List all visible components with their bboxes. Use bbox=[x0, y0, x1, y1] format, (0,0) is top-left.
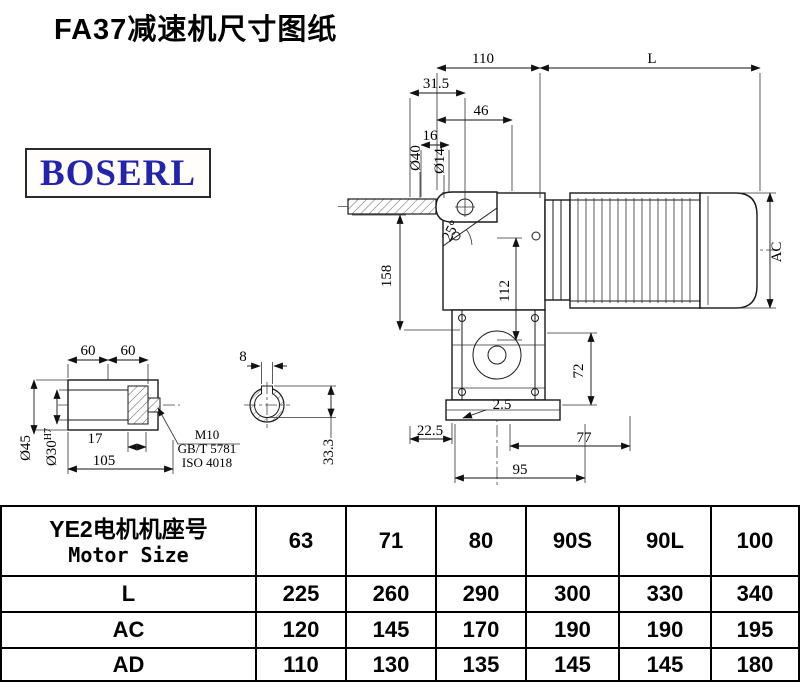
motor-size-100: 100 bbox=[710, 505, 800, 577]
motor-fins bbox=[577, 198, 691, 303]
label-iso-4018: ISO 4018 bbox=[182, 455, 232, 470]
table-cell: 260 bbox=[345, 575, 437, 613]
motor-size-table: YE2电机机座号 Motor Size 63 71 80 90S 90L 100… bbox=[0, 505, 800, 682]
table-cell: 120 bbox=[255, 611, 347, 649]
dim-33-3: 33.3 bbox=[321, 439, 337, 465]
technical-drawing: 110 L 31.5 46 16 Ø40 Ø14 25° 158 112 AC … bbox=[18, 51, 785, 488]
row-label-AC: AC bbox=[0, 611, 257, 649]
dim-16: 16 bbox=[423, 128, 439, 144]
dim-L: L bbox=[647, 51, 656, 67]
output-housing bbox=[451, 309, 546, 401]
motor-body bbox=[569, 192, 701, 309]
motor-size-71: 71 bbox=[345, 505, 437, 577]
motor-size-90l: 90L bbox=[618, 505, 712, 577]
dim-110: 110 bbox=[472, 51, 494, 67]
dim-105: 105 bbox=[93, 453, 116, 469]
dim-112: 112 bbox=[497, 280, 513, 302]
motor-flange bbox=[544, 199, 571, 301]
table-row-AD: AD 110 130 135 145 145 180 bbox=[0, 647, 800, 682]
row-label-AD: AD bbox=[0, 647, 257, 682]
dim-dia30h7: Ø30H7 bbox=[43, 428, 60, 466]
gearbox-motor-view bbox=[338, 191, 775, 488]
dim-95: 95 bbox=[513, 462, 528, 478]
label-gbt-5781: GB/T 5781 bbox=[178, 441, 237, 456]
table-cell: 135 bbox=[435, 647, 527, 682]
table-header-row: YE2电机机座号 Motor Size 63 71 80 90S 90L 100 bbox=[0, 505, 800, 577]
boserl-logo: BOSERL bbox=[25, 148, 211, 198]
dim-8: 8 bbox=[239, 349, 247, 365]
motor-size-80: 80 bbox=[435, 505, 527, 577]
dim-dia40: Ø40 bbox=[408, 145, 424, 171]
dim-dia30: Ø30 bbox=[44, 440, 60, 466]
table-cell: 145 bbox=[345, 611, 437, 649]
motor-size-90s: 90S bbox=[525, 505, 620, 577]
table-cell: 180 bbox=[710, 647, 800, 682]
dimension-labels: 110 L 31.5 46 16 Ø40 Ø14 25° 158 112 AC … bbox=[18, 51, 785, 478]
table-cell: 340 bbox=[710, 575, 800, 613]
dim-dia45: Ø45 bbox=[18, 435, 34, 461]
dim-60-right: 60 bbox=[121, 343, 136, 359]
table-cell: 190 bbox=[525, 611, 620, 649]
dim-31-5: 31.5 bbox=[423, 76, 449, 92]
motor-size-header-cell: YE2电机机座号 Motor Size bbox=[0, 505, 257, 577]
table-row-AC: AC 120 145 170 190 190 195 bbox=[0, 611, 800, 649]
table-cell: 110 bbox=[255, 647, 347, 682]
table-cell: 130 bbox=[345, 647, 437, 682]
table-cell: 145 bbox=[618, 647, 712, 682]
table-cell: 195 bbox=[710, 611, 800, 649]
boserl-logo-text: BOSERL bbox=[39, 152, 197, 194]
dim-dia30-tolerance: H7 bbox=[43, 428, 54, 440]
table-cell: 225 bbox=[255, 575, 347, 613]
table-row-L: L 225 260 290 300 330 340 bbox=[0, 575, 800, 613]
table-cell: 290 bbox=[435, 575, 527, 613]
table-cell: 145 bbox=[525, 647, 620, 682]
motor-size-label-cn: YE2电机机座号 bbox=[49, 515, 208, 542]
motor-size-label-en: Motor Size bbox=[68, 543, 189, 568]
table-cell: 170 bbox=[435, 611, 527, 649]
bore-section-detail bbox=[244, 362, 336, 438]
output-shaft-detail bbox=[30, 356, 240, 474]
dim-46: 46 bbox=[474, 103, 490, 119]
dim-77: 77 bbox=[577, 430, 593, 446]
table-cell: 300 bbox=[525, 575, 620, 613]
dim-22-5: 22.5 bbox=[417, 423, 443, 439]
table-cell: 190 bbox=[618, 611, 712, 649]
page-title: FA37减速机尺寸图纸 bbox=[54, 14, 338, 46]
dim-17: 17 bbox=[88, 431, 104, 447]
label-m10: M10 bbox=[195, 427, 220, 442]
dim-dia14: Ø14 bbox=[432, 148, 448, 174]
fan-cover bbox=[699, 192, 758, 309]
motor-size-63: 63 bbox=[255, 505, 347, 577]
input-shaft bbox=[347, 198, 437, 215]
dim-158: 158 bbox=[379, 265, 395, 288]
dim-AC: AC bbox=[769, 242, 785, 263]
dimension-lines bbox=[352, 64, 776, 483]
dim-72: 72 bbox=[571, 364, 587, 379]
table-cell: 330 bbox=[618, 575, 712, 613]
dim-60-left: 60 bbox=[81, 343, 96, 359]
row-label-L: L bbox=[0, 575, 257, 613]
dim-2-5: 2.5 bbox=[493, 397, 512, 413]
